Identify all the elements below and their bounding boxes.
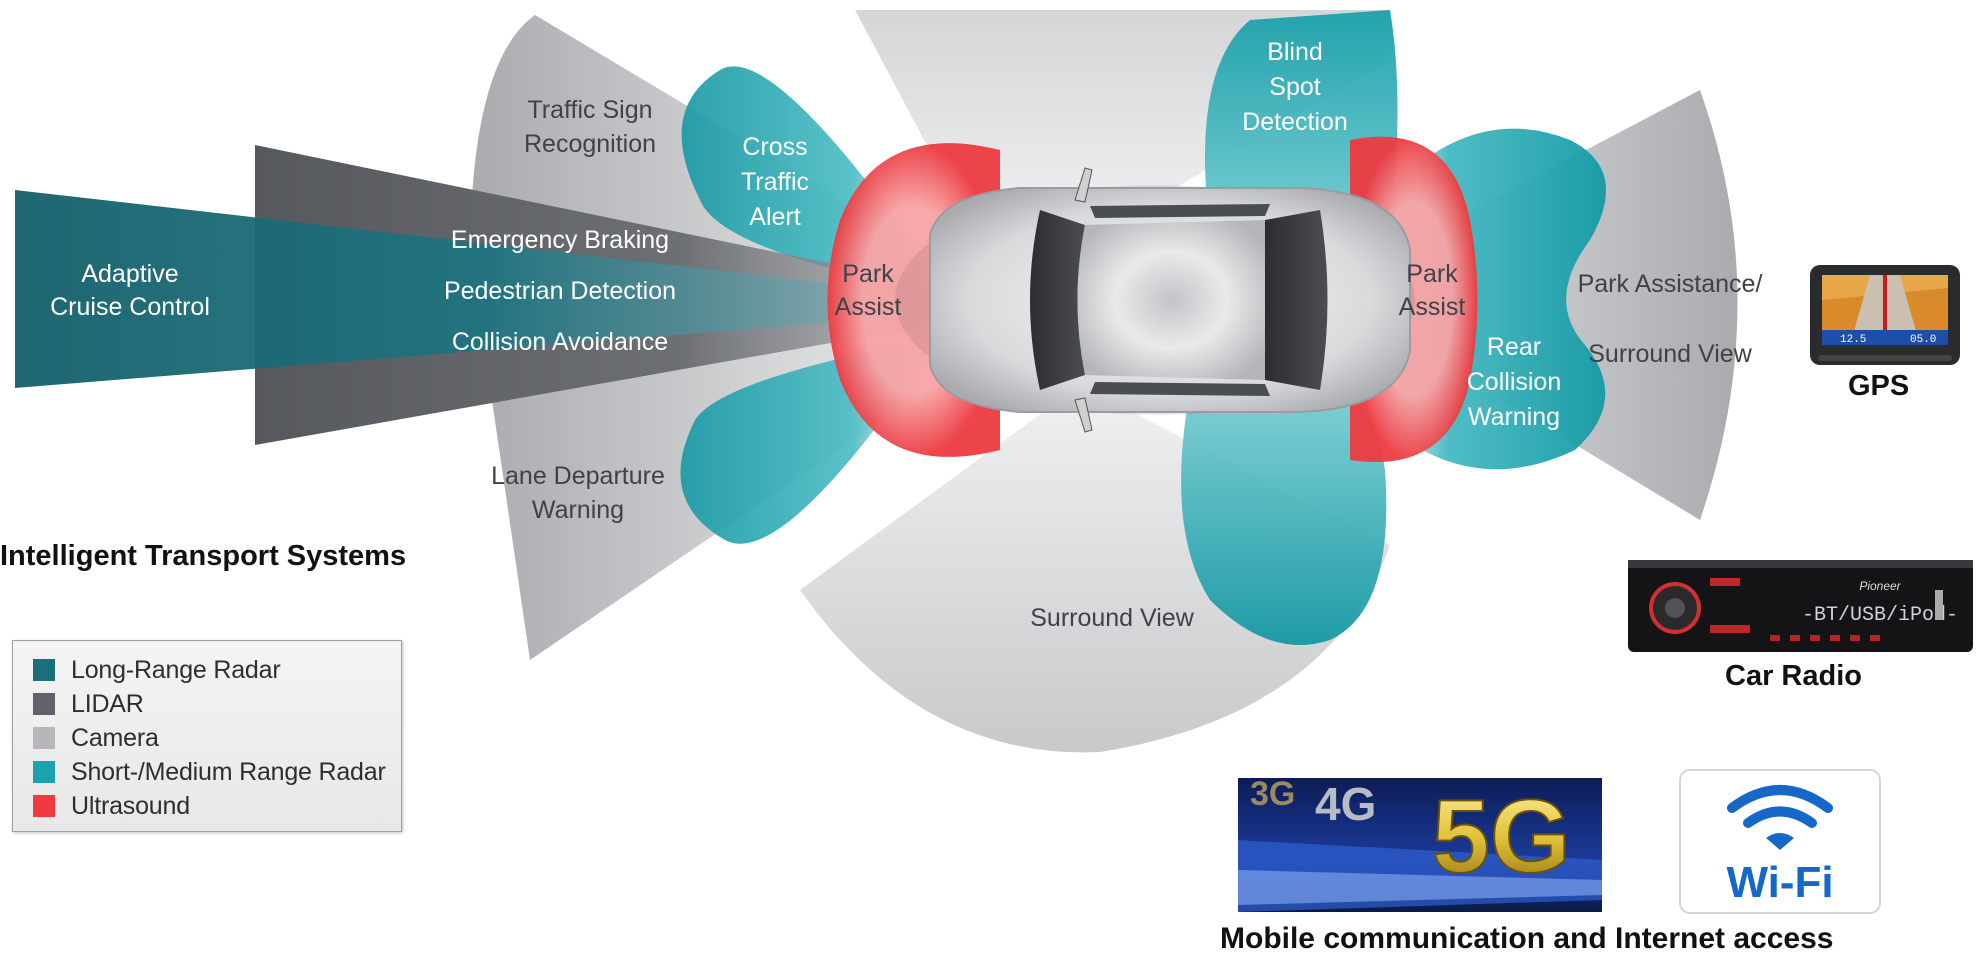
svg-text:Alert: Alert <box>749 203 800 231</box>
radar-zone-blind-spot-bottom <box>1181 380 1387 645</box>
svg-text:05.0: 05.0 <box>1910 334 1936 346</box>
radar-zone-blind-spot <box>1205 10 1398 230</box>
label-park-assistance-surround: Park Assistance/ Surround View <box>1578 270 1763 368</box>
label-blind-spot: Blind Spot Detection <box>1242 38 1348 136</box>
car-radio-icon: Pioneer -BT/USB/iPod- <box>1628 560 1973 652</box>
legend-item: Ultrasound <box>33 789 401 823</box>
svg-text:Lane Departure: Lane Departure <box>491 462 665 490</box>
svg-text:Park Assistance/: Park Assistance/ <box>1578 270 1763 298</box>
svg-text:-BT/USB/iPod-: -BT/USB/iPod- <box>1802 604 1958 627</box>
svg-text:Cross: Cross <box>742 133 807 161</box>
svg-text:Warning: Warning <box>532 496 624 524</box>
label-cross-traffic: Cross Traffic Alert <box>741 133 809 231</box>
svg-text:Spot: Spot <box>1269 73 1320 101</box>
legend-swatch <box>33 693 55 715</box>
gps-caption: GPS <box>1848 370 1910 402</box>
svg-text:Warning: Warning <box>1468 403 1560 431</box>
svg-text:Traffic: Traffic <box>741 168 809 196</box>
long-range-radar-beam <box>15 190 960 388</box>
svg-text:Wi-Fi: Wi-Fi <box>1726 858 1833 907</box>
legend-label: Ultrasound <box>71 791 190 820</box>
svg-text:Park: Park <box>842 260 894 288</box>
wifi-icon: Wi-Fi <box>1679 769 1881 914</box>
legend-label: LIDAR <box>71 689 144 718</box>
svg-text:Collision: Collision <box>1467 368 1561 396</box>
legend-swatch <box>33 727 55 749</box>
legend-swatch <box>33 795 55 817</box>
page-title: Intelligent Transport Systems <box>0 540 407 572</box>
mobile-network-generations-icon: 3G 4G 5G <box>1238 775 1602 912</box>
legend-item: Short-/Medium Range Radar <box>33 755 401 789</box>
label-emergency-braking: Emergency Braking <box>451 226 669 254</box>
legend-swatch <box>33 761 55 783</box>
legend-item: Long-Range Radar <box>33 653 401 687</box>
legend-swatch <box>33 659 55 681</box>
svg-text:Cruise Control: Cruise Control <box>50 293 210 321</box>
gps-device-icon: 12.5 05.0 <box>1810 265 1960 365</box>
label-traffic-sign: Traffic Sign Recognition <box>524 96 656 158</box>
legend-item: Camera <box>33 721 401 755</box>
svg-text:Detection: Detection <box>1242 108 1348 136</box>
mobile-internet-caption: Mobile communication and Internet access <box>1220 922 1834 955</box>
svg-text:12.5: 12.5 <box>1840 334 1866 346</box>
svg-text:Assist: Assist <box>1399 293 1466 321</box>
svg-text:Recognition: Recognition <box>524 130 656 158</box>
car-radio-caption: Car Radio <box>1725 660 1862 692</box>
label-lane-departure: Lane Departure Warning <box>491 462 665 524</box>
svg-text:Assist: Assist <box>835 293 902 321</box>
svg-text:Rear: Rear <box>1487 333 1541 361</box>
label-adaptive-cruise: Adaptive Cruise Control <box>50 260 210 321</box>
svg-text:Traffic Sign: Traffic Sign <box>527 96 652 124</box>
svg-text:5G: 5G <box>1432 779 1571 895</box>
label-pedestrian-detection: Pedestrian Detection <box>444 277 676 305</box>
label-park-assist-rear: Park Assist <box>1399 260 1466 321</box>
legend-label: Long-Range Radar <box>71 655 281 684</box>
legend-item: LIDAR <box>33 687 401 721</box>
svg-text:4G: 4G <box>1315 778 1376 830</box>
legend-label: Short-/Medium Range Radar <box>71 757 386 786</box>
svg-text:Surround View: Surround View <box>1588 340 1752 368</box>
legend: Long-Range Radar LIDAR Camera Short-/Med… <box>12 640 402 832</box>
label-collision-avoidance: Collision Avoidance <box>452 328 668 356</box>
legend-label: Camera <box>71 723 159 752</box>
svg-text:3G: 3G <box>1250 775 1295 813</box>
car-top-view <box>895 167 1415 433</box>
svg-text:Adaptive: Adaptive <box>81 260 178 288</box>
label-surround-view: Surround View <box>1030 604 1194 632</box>
label-rear-collision: Rear Collision Warning <box>1467 333 1561 431</box>
svg-text:Park: Park <box>1406 260 1458 288</box>
svg-text:Pioneer: Pioneer <box>1859 579 1901 593</box>
svg-text:Blind: Blind <box>1267 38 1323 66</box>
label-park-assist-front: Park Assist <box>835 260 902 321</box>
